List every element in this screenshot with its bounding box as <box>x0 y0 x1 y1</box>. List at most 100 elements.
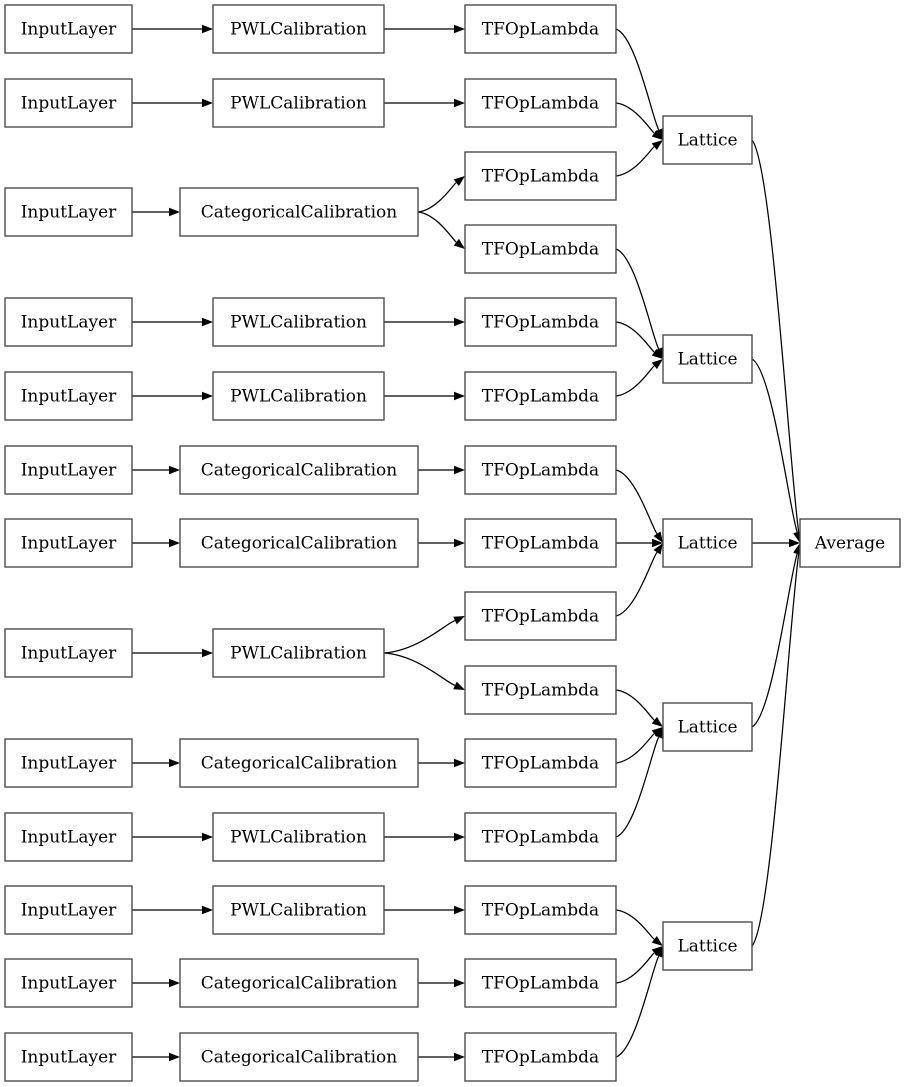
node-box[interactable] <box>464 151 617 201</box>
node-input-layer-in4[interactable]: InputLayer <box>4 297 133 347</box>
node-box[interactable] <box>179 958 419 1008</box>
node-tfop-lambda-lam4[interactable]: TFOpLambda <box>464 224 617 274</box>
arrow-head-icon <box>654 946 663 958</box>
node-input-layer-in13[interactable]: InputLayer <box>4 1032 133 1082</box>
node-categorical-calibration-cal6[interactable]: CategoricalCalibration <box>179 445 419 495</box>
node-lattice-lat4[interactable]: Lattice <box>662 702 753 752</box>
node-box[interactable] <box>212 4 385 54</box>
node-box[interactable] <box>464 518 617 568</box>
node-box[interactable] <box>464 1032 617 1082</box>
node-box[interactable] <box>179 187 419 237</box>
node-box[interactable] <box>464 958 617 1008</box>
node-box[interactable] <box>4 738 133 788</box>
node-box[interactable] <box>464 445 617 495</box>
node-categorical-calibration-cal7[interactable]: CategoricalCalibration <box>179 518 419 568</box>
node-input-layer-in11[interactable]: InputLayer <box>4 885 133 935</box>
node-tfop-lambda-lam8[interactable]: TFOpLambda <box>464 518 617 568</box>
node-tfop-lambda-lam5[interactable]: TFOpLambda <box>464 297 617 347</box>
node-box[interactable] <box>799 518 901 568</box>
node-box[interactable] <box>464 371 617 421</box>
node-pwlcalibration-cal8[interactable]: PWLCalibration <box>212 628 385 678</box>
node-box[interactable] <box>4 628 133 678</box>
node-label: TFOpLambda <box>482 828 599 848</box>
node-box[interactable] <box>662 921 753 971</box>
node-tfop-lambda-lam14[interactable]: TFOpLambda <box>464 958 617 1008</box>
node-box[interactable] <box>662 115 753 165</box>
node-box[interactable] <box>179 1032 419 1082</box>
node-box[interactable] <box>662 334 753 384</box>
node-box[interactable] <box>464 738 617 788</box>
node-box[interactable] <box>4 371 133 421</box>
node-tfop-lambda-lam6[interactable]: TFOpLambda <box>464 371 617 421</box>
node-input-layer-in9[interactable]: InputLayer <box>4 738 133 788</box>
node-lattice-lat5[interactable]: Lattice <box>662 921 753 971</box>
node-input-layer-in2[interactable]: InputLayer <box>4 78 133 128</box>
node-pwlcalibration-cal5[interactable]: PWLCalibration <box>212 371 385 421</box>
node-box[interactable] <box>4 78 133 128</box>
node-box[interactable] <box>179 518 419 568</box>
node-tfop-lambda-lam3[interactable]: TFOpLambda <box>464 151 617 201</box>
node-pwlcalibration-cal11[interactable]: PWLCalibration <box>212 885 385 935</box>
edge-cal5-to-lam6 <box>384 391 465 401</box>
node-box[interactable] <box>4 518 133 568</box>
node-tfop-lambda-lam15[interactable]: TFOpLambda <box>464 1032 617 1082</box>
node-tfop-lambda-lam9[interactable]: TFOpLambda <box>464 591 617 641</box>
node-box[interactable] <box>4 445 133 495</box>
node-box[interactable] <box>662 518 753 568</box>
node-input-layer-in10[interactable]: InputLayer <box>4 812 133 862</box>
node-box[interactable] <box>464 78 617 128</box>
node-box[interactable] <box>464 297 617 347</box>
node-box[interactable] <box>4 1032 133 1082</box>
node-box[interactable] <box>4 187 133 237</box>
node-input-layer-in5[interactable]: InputLayer <box>4 371 133 421</box>
node-pwlcalibration-cal1[interactable]: PWLCalibration <box>212 4 385 54</box>
node-input-layer-in8[interactable]: InputLayer <box>4 628 133 678</box>
node-tfop-lambda-lam7[interactable]: TFOpLambda <box>464 445 617 495</box>
node-box[interactable] <box>464 665 617 715</box>
node-box[interactable] <box>464 885 617 935</box>
node-average-avg[interactable]: Average <box>799 518 901 568</box>
node-categorical-calibration-cal13[interactable]: CategoricalCalibration <box>179 1032 419 1082</box>
node-input-layer-in3[interactable]: InputLayer <box>4 187 133 237</box>
node-box[interactable] <box>179 445 419 495</box>
node-lattice-lat3[interactable]: Lattice <box>662 518 753 568</box>
node-box[interactable] <box>662 702 753 752</box>
node-pwlcalibration-cal4[interactable]: PWLCalibration <box>212 297 385 347</box>
node-categorical-calibration-cal12[interactable]: CategoricalCalibration <box>179 958 419 1008</box>
node-box[interactable] <box>212 628 385 678</box>
node-tfop-lambda-lam13[interactable]: TFOpLambda <box>464 885 617 935</box>
node-pwlcalibration-cal2[interactable]: PWLCalibration <box>212 78 385 128</box>
node-box[interactable] <box>212 297 385 347</box>
node-tfop-lambda-lam12[interactable]: TFOpLambda <box>464 812 617 862</box>
node-box[interactable] <box>212 78 385 128</box>
node-box[interactable] <box>4 885 133 935</box>
node-box[interactable] <box>179 738 419 788</box>
node-box[interactable] <box>464 4 617 54</box>
node-box[interactable] <box>212 812 385 862</box>
node-lattice-lat2[interactable]: Lattice <box>662 334 753 384</box>
node-tfop-lambda-lam10[interactable]: TFOpLambda <box>464 665 617 715</box>
node-input-layer-in12[interactable]: InputLayer <box>4 958 133 1008</box>
node-tfop-lambda-lam2[interactable]: TFOpLambda <box>464 78 617 128</box>
node-tfop-lambda-lam11[interactable]: TFOpLambda <box>464 738 617 788</box>
node-input-layer-in1[interactable]: InputLayer <box>4 4 133 54</box>
node-categorical-calibration-cal3[interactable]: CategoricalCalibration <box>179 187 419 237</box>
node-input-layer-in7[interactable]: InputLayer <box>4 518 133 568</box>
node-box[interactable] <box>4 297 133 347</box>
node-pwlcalibration-cal10[interactable]: PWLCalibration <box>212 812 385 862</box>
node-box[interactable] <box>4 958 133 1008</box>
node-box[interactable] <box>464 812 617 862</box>
node-box[interactable] <box>464 224 617 274</box>
node-box[interactable] <box>4 4 133 54</box>
node-box[interactable] <box>212 885 385 935</box>
node-box[interactable] <box>212 371 385 421</box>
node-lattice-lat1[interactable]: Lattice <box>662 115 753 165</box>
node-box[interactable] <box>4 812 133 862</box>
edge-lam10-to-lat4 <box>615 689 663 727</box>
node-categorical-calibration-cal9[interactable]: CategoricalCalibration <box>179 738 419 788</box>
node-box[interactable] <box>464 591 617 641</box>
arrow-head-icon <box>793 531 802 543</box>
node-tfop-lambda-lam1[interactable]: TFOpLambda <box>464 4 617 54</box>
node-input-layer-in6[interactable]: InputLayer <box>4 445 133 495</box>
